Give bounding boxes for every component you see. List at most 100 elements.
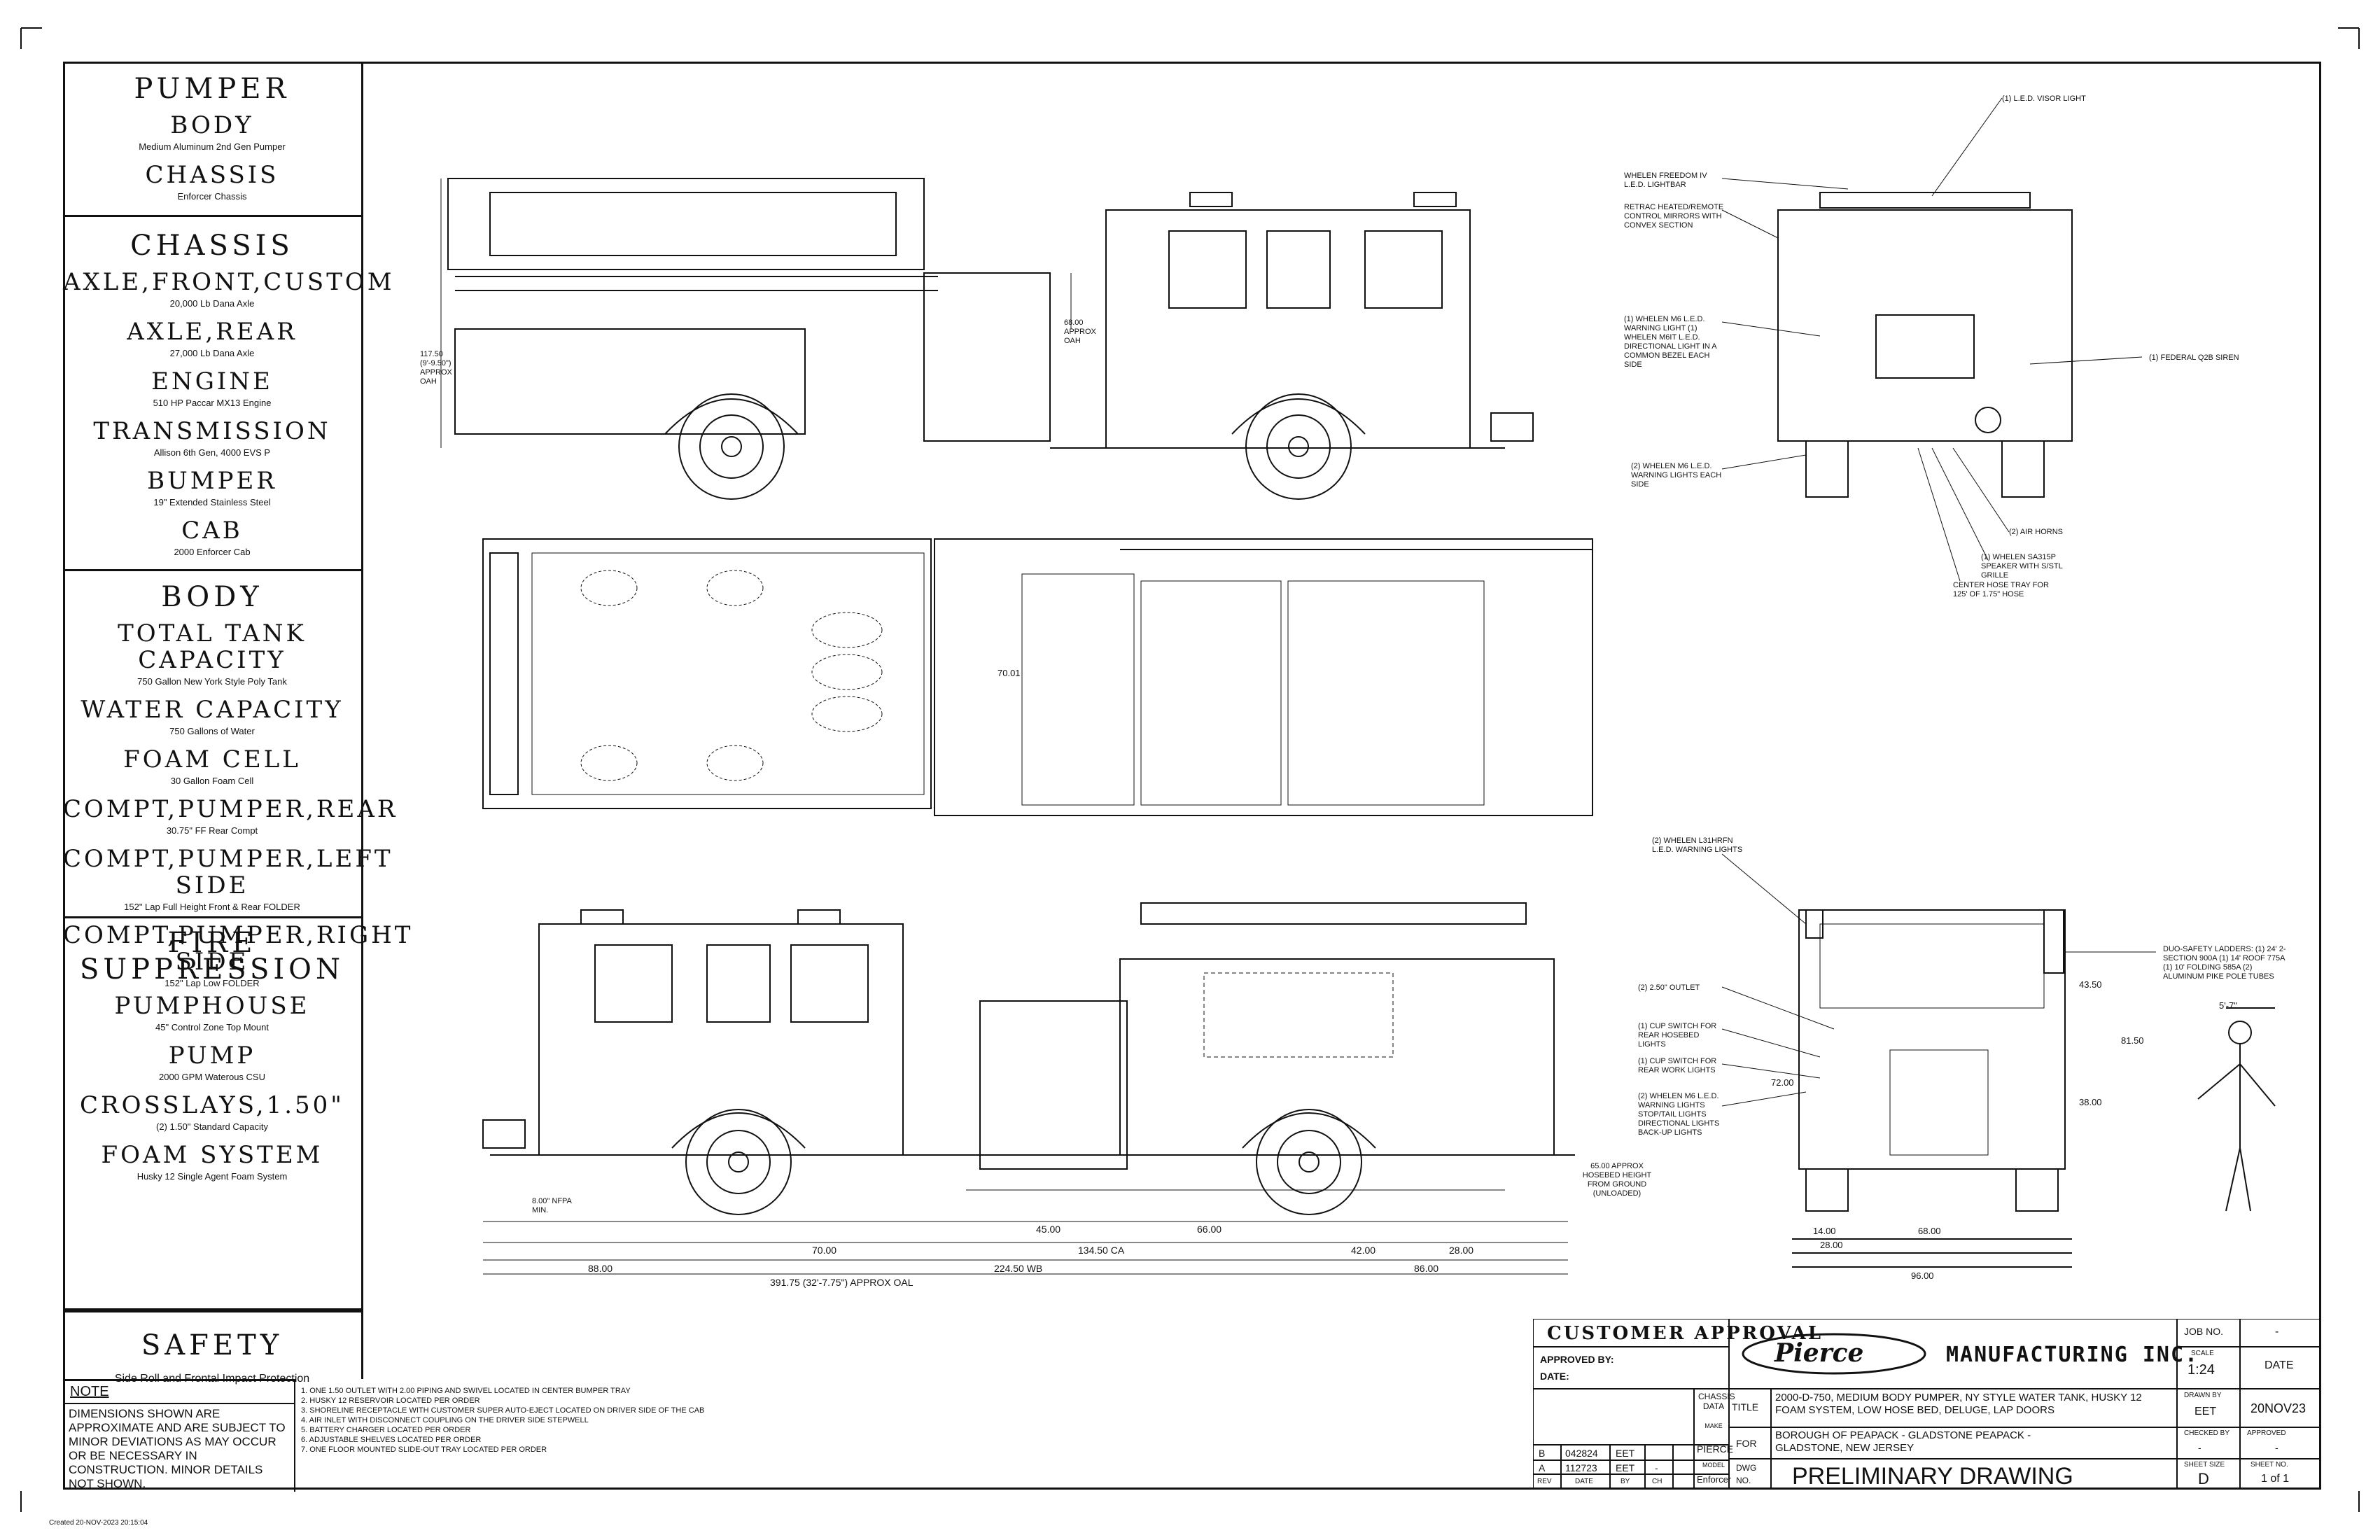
dim-ht-81: 81.50 <box>2121 1035 2144 1046</box>
note-box: NOTE DIMENSIONS SHOWN ARE APPROXIMATE AN… <box>63 1379 295 1492</box>
sheet-size-label: SHEET SIZE <box>2184 1461 2225 1469</box>
spec-item-label: PUMPHOUSE <box>114 992 310 1020</box>
spec-item-label: AXLE,FRONT,CUSTOM <box>63 268 395 296</box>
pierce-logo: Pierce <box>1774 1338 1864 1368</box>
job-no: - <box>2275 1326 2279 1338</box>
dim-c: 66.00 <box>1197 1224 1222 1235</box>
dim-front-oh: 88.00 <box>588 1263 613 1274</box>
top-view <box>482 538 1593 816</box>
person-scale <box>2197 1007 2276 1212</box>
drawn-by-label: DRAWN BY <box>2184 1392 2222 1399</box>
dim-ht-38: 38.00 <box>2079 1097 2102 1107</box>
spec-item-desc: 750 Gallons of Water <box>169 726 255 736</box>
note-item: 4. AIR INLET WITH DISCONNECT COUPLING ON… <box>301 1416 589 1424</box>
spec-safety-title: SAFETY <box>141 1329 284 1362</box>
approved-label: APPROVED <box>2247 1429 2286 1437</box>
dim-height: 117.50 (9'-9.50") APPROX OAH <box>420 350 452 386</box>
spec-chassis-label: CHASSIS <box>145 161 279 189</box>
make-value: PIERCE <box>1697 1443 1734 1455</box>
spec-item-desc: 750 Gallon New York Style Poly Tank <box>137 676 287 687</box>
drawing-border <box>63 62 2321 1490</box>
spec-item-desc: 2000 GPM Waterous CSU <box>159 1072 265 1082</box>
title-block-lines <box>1533 1319 2321 1490</box>
note-text: DIMENSIONS SHOWN ARE APPROXIMATE AND ARE… <box>69 1407 286 1490</box>
callout-speaker: (1) WHELEN SA315P SPEAKER WITH S/STL GRI… <box>1981 553 2063 580</box>
spec-item-desc: 152" Lap Full Height Front & Rear FOLDER <box>124 902 300 912</box>
side-view-right <box>440 178 1534 500</box>
note-item: 1. ONE 1.50 OUTLET WITH 2.00 PIPING AND … <box>301 1387 631 1395</box>
spec-chassis-items: AXLE,FRONT,CUSTOM 20,000 Lb Dana Axle AX… <box>63 268 395 557</box>
note-item: 3. SHORELINE RECEPTACLE WITH CUSTOMER SU… <box>301 1406 705 1415</box>
spec-fire-title: FIRE SUPPRESSION <box>80 927 344 986</box>
callout-outlet: (2) 2.50" OUTLET <box>1638 983 1700 992</box>
spec-item-label: CAB <box>181 517 243 545</box>
callout-rear-lights: (2) WHELEN L31HRFN L.E.D. WARNING LIGHTS <box>1652 836 1743 854</box>
note-item: 6. ADJUSTABLE SHELVES LOCATED PER ORDER <box>301 1436 482 1444</box>
callout-siren: (1) FEDERAL Q2B SIREN <box>2149 354 2239 362</box>
make-label: MAKE <box>1704 1422 1723 1429</box>
sheet-no-label: SHEET NO. <box>2250 1461 2288 1469</box>
callout-air-horns: (2) AIR HORNS <box>2009 528 2064 536</box>
dim-d: 42.00 <box>1351 1245 1376 1256</box>
spec-body: BODY TOTAL TANK CAPACITY 750 Gallon New … <box>63 571 410 988</box>
spec-item-desc: 30 Gallon Foam Cell <box>170 776 254 786</box>
spec-item-desc: Husky 12 Single Agent Foam System <box>136 1171 288 1182</box>
spec-chassis: CHASSIS AXLE,FRONT,CUSTOM 20,000 Lb Dana… <box>63 217 395 571</box>
spec-item-desc: 510 HP Paccar MX13 Engine <box>153 398 272 408</box>
spec-item-label: AXLE,REAR <box>127 318 298 346</box>
spec-item-label: FOAM SYSTEM <box>101 1141 323 1169</box>
dim-b: 45.00 <box>1036 1224 1061 1235</box>
spec-item-desc: 2000 Enforcer Cab <box>174 547 251 557</box>
dim-width-top: 70.01 <box>997 668 1021 678</box>
callout-person-height: 5'-7" <box>2219 1000 2237 1011</box>
callout-warning-front: (1) WHELEN M6 L.E.D. WARNING LIGHT (1) W… <box>1624 315 1717 369</box>
spec-item-label: TOTAL TANK CAPACITY <box>118 620 307 674</box>
spec-item-label: PUMP <box>168 1042 256 1070</box>
rev-a-date: 112723 <box>1565 1462 1597 1474</box>
spec-item-desc: (2) 1.50" Standard Capacity <box>156 1121 268 1132</box>
rev-header-date: DATE <box>1575 1478 1593 1485</box>
notes-list: 1. ONE 1.50 OUTLET WITH 2.00 PIPING AND … <box>301 1386 1456 1455</box>
spec-pumper: PUMPER BODY Medium Aluminum 2nd Gen Pump… <box>63 62 361 217</box>
spec-item-label: FOAM CELL <box>123 746 301 774</box>
approved-value: - <box>2275 1442 2278 1453</box>
rev-b-by: EET <box>1616 1448 1635 1459</box>
spec-item-desc: 20,000 Lb Dana Axle <box>169 298 255 309</box>
dim-hosebed: 65.00 APPROX HOSEBED HEIGHT FROM GROUND … <box>1582 1162 1652 1198</box>
spec-item-label: TRANSMISSION <box>93 417 331 445</box>
dim-ht-43: 43.50 <box>2079 979 2102 990</box>
side-view-left <box>482 902 1575 1215</box>
dim-overall: 391.75 (32'-7.75") APPROX OAL <box>770 1277 913 1288</box>
dim-a: 70.00 <box>812 1245 837 1256</box>
note-item: 2. HUSKY 12 RESERVOIR LOCATED PER ORDER <box>301 1396 480 1405</box>
for-label: FOR <box>1736 1438 1757 1449</box>
spec-chassis-title: CHASSIS <box>130 230 294 262</box>
callout-visor: (1) L.E.D. VISOR LIGHT <box>2002 94 2086 103</box>
note-item: 5. BATTERY CHARGER LOCATED PER ORDER <box>301 1426 471 1434</box>
spec-body-title: BODY <box>161 581 263 613</box>
dim-wheelbase: 224.50 WB <box>994 1263 1043 1274</box>
customer-approval-title: CUSTOMER APPROVAL <box>1547 1323 1823 1344</box>
spec-item-label: COMPT,PUMPER,LEFT SIDE <box>63 845 393 899</box>
dim-rear-w2: 68.00 <box>1918 1226 1941 1236</box>
spec-item-label: COMPT,PUMPER,RIGHT SIDE <box>63 921 414 976</box>
spec-item-desc: 19" Extended Stainless Steel <box>153 497 271 507</box>
dim-rear-w3: 28.00 <box>1820 1240 1843 1250</box>
callout-cup-switch-2: (1) CUP SWITCH FOR REAR WORK LIGHTS <box>1638 1057 1717 1074</box>
spec-item-desc: 27,000 Lb Dana Axle <box>169 348 255 358</box>
rev-a-by: EET <box>1616 1462 1635 1474</box>
spec-fire: FIRE SUPPRESSION PUMPHOUSE 45" Control Z… <box>63 918 361 1310</box>
spec-item-desc: 152" Lap Low FOLDER <box>164 978 260 988</box>
model-value: Enforcer <box>1697 1474 1732 1485</box>
dim-rear-width: 96.00 <box>1911 1270 1934 1281</box>
dim-rear-oh: 86.00 <box>1414 1263 1439 1274</box>
rear-view <box>1792 909 2072 1268</box>
rev-b: B <box>1539 1448 1546 1459</box>
spec-chassis-desc: Enforcer Chassis <box>177 191 247 202</box>
drawn-by: EET <box>2194 1406 2217 1418</box>
dim-pump-h: 68.00 APPROX OAH <box>1064 318 1096 345</box>
rev-b-date: 042824 <box>1565 1448 1598 1459</box>
rev-a: A <box>1539 1462 1546 1474</box>
